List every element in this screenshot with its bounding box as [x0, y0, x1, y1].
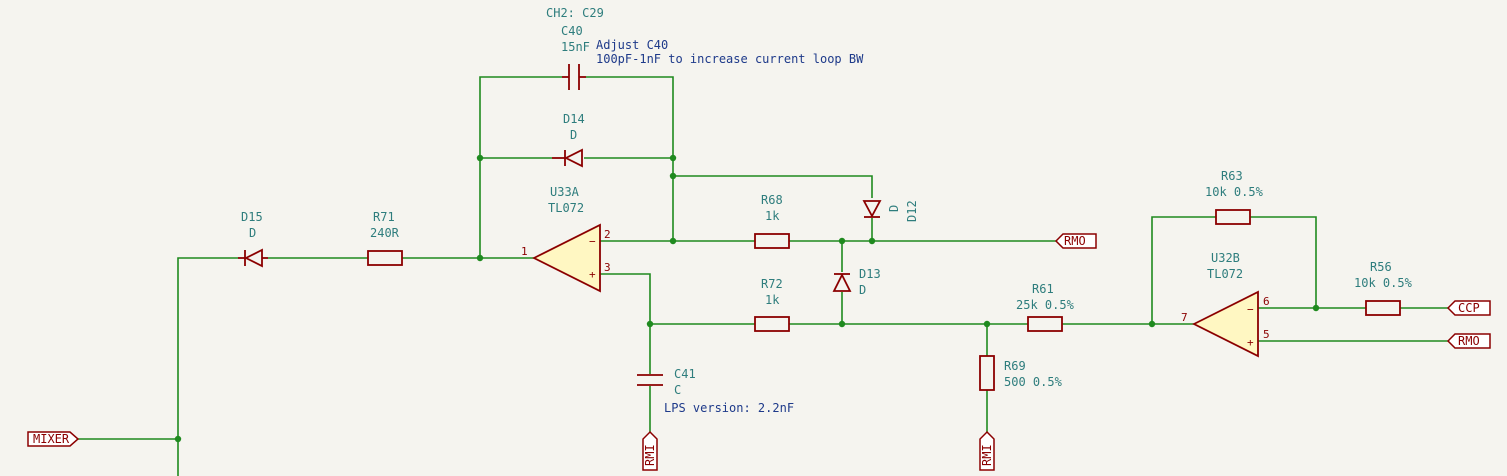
resistor-r71[interactable]	[367, 250, 403, 266]
junction-d13-bottom	[838, 320, 846, 328]
resistor-r63[interactable]	[1215, 209, 1251, 225]
r68-ref: R68	[761, 193, 783, 207]
u32b-pin-noninv: 5	[1263, 328, 1270, 341]
c41-ref: C41	[674, 367, 696, 381]
u32b-value: TL072	[1207, 267, 1243, 281]
c41-lps-note: LPS version: 2.2nF	[664, 401, 794, 415]
resistor-r61[interactable]	[1027, 316, 1063, 332]
c41-value: C	[674, 383, 681, 397]
d14-ref: D14	[563, 112, 585, 126]
r69-ref: R69	[1004, 359, 1026, 373]
d15-value: D	[249, 226, 256, 240]
net-label-rmo-right[interactable]: RMO	[1446, 333, 1491, 349]
junction-c41	[646, 320, 654, 328]
resistor-r68[interactable]	[754, 233, 790, 249]
r71-value: 240R	[370, 226, 400, 240]
r68-value: 1k	[765, 209, 780, 223]
wire-u33a-pin3	[600, 273, 651, 374]
u32b-sign-minus: −	[1247, 303, 1254, 316]
wires	[78, 76, 1448, 476]
diode-d14[interactable]	[552, 148, 583, 168]
net-label-rmi-r69-text: RMI	[980, 444, 994, 466]
junction-d14-right	[669, 154, 677, 162]
r72-ref: R72	[761, 277, 783, 291]
net-label-rmi-c41-text: RMI	[643, 444, 657, 466]
resistor-r56[interactable]	[1365, 300, 1401, 316]
junction-fb-in	[476, 254, 484, 262]
r61-ref: R61	[1032, 282, 1054, 296]
c40-adjust-note-1: Adjust C40	[596, 38, 668, 52]
net-label-mixer[interactable]: MIXER	[27, 431, 80, 447]
junction-d12-bottom	[868, 237, 876, 245]
junction-pin2	[669, 237, 677, 245]
junction-d12-branch	[669, 172, 677, 180]
net-label-rmi-r69[interactable]: RMI	[979, 430, 995, 471]
net-label-ccp[interactable]: CCP	[1446, 300, 1491, 316]
u33a-value: TL072	[548, 201, 584, 215]
net-label-rmo-right-text: RMO	[1458, 334, 1480, 348]
wire-fb-left	[479, 76, 562, 258]
diode-d12[interactable]	[862, 200, 882, 218]
junction-d14-left	[476, 154, 484, 162]
capacitor-c40[interactable]	[562, 64, 586, 90]
junctions	[174, 154, 1320, 443]
wire-mixer-vertical	[177, 257, 238, 476]
resistor-r72[interactable]	[754, 316, 790, 332]
c40-value: 15nF	[561, 40, 590, 54]
net-label-rmo-top[interactable]: RMO	[1054, 233, 1097, 249]
r63-value: 10k 0.5%	[1205, 185, 1264, 199]
junction-mixer	[174, 435, 182, 443]
opamp-u32b[interactable]	[1191, 290, 1259, 358]
u32b-pin-inv: 6	[1263, 295, 1270, 308]
net-label-rmo-top-text: RMO	[1064, 234, 1086, 248]
r72-value: 1k	[765, 293, 780, 307]
diode-d15[interactable]	[238, 248, 268, 268]
d13-ref: D13	[859, 267, 881, 281]
u32b-sign-plus: +	[1247, 336, 1254, 349]
resistor-r69[interactable]	[979, 355, 995, 391]
u33a-pin-noninv: 3	[604, 261, 611, 274]
capacitor-c41[interactable]	[637, 374, 663, 386]
r61-value: 25k 0.5%	[1016, 298, 1075, 312]
wire-fb-right	[586, 76, 674, 241]
net-label-ccp-text: CCP	[1458, 301, 1480, 315]
annotation-ch2: CH2: C29	[546, 6, 604, 20]
junction-r63-right	[1312, 304, 1320, 312]
d12-value: D	[887, 205, 901, 212]
r71-ref: R71	[373, 210, 395, 224]
u32b-pin-out: 7	[1181, 311, 1188, 324]
r56-ref: R56	[1370, 260, 1392, 274]
wire-r63-left	[1151, 216, 1216, 324]
d13-value: D	[859, 283, 866, 297]
u33a-pin-out: 1	[521, 245, 528, 258]
net-label-mixer-text: MIXER	[33, 432, 70, 446]
junction-r63-left	[1148, 320, 1156, 328]
junction-d13-top	[838, 237, 846, 245]
d15-ref: D15	[241, 210, 263, 224]
wire-r63-right	[1250, 216, 1317, 308]
wire-d12-top	[673, 175, 873, 198]
opamp-u33a[interactable]	[531, 223, 601, 293]
r56-value: 10k 0.5%	[1354, 276, 1413, 290]
u33a-pin-inv: 2	[604, 228, 611, 241]
u32b-ref: U32B	[1211, 251, 1240, 265]
d14-value: D	[570, 128, 577, 142]
net-label-rmi-c41[interactable]: RMI	[642, 430, 658, 471]
r63-ref: R63	[1221, 169, 1243, 183]
u33a-sign-minus: −	[589, 235, 596, 248]
junction-r69	[983, 320, 991, 328]
c40-adjust-note-2: 100pF-1nF to increase current loop BW	[596, 52, 864, 66]
d12-ref: D12	[905, 200, 919, 222]
c40-ref: C40	[561, 24, 583, 38]
r69-value: 500 0.5%	[1004, 375, 1063, 389]
u33a-ref: U33A	[550, 185, 580, 199]
diode-d13[interactable]	[832, 272, 852, 292]
u33a-sign-plus: +	[589, 268, 596, 281]
